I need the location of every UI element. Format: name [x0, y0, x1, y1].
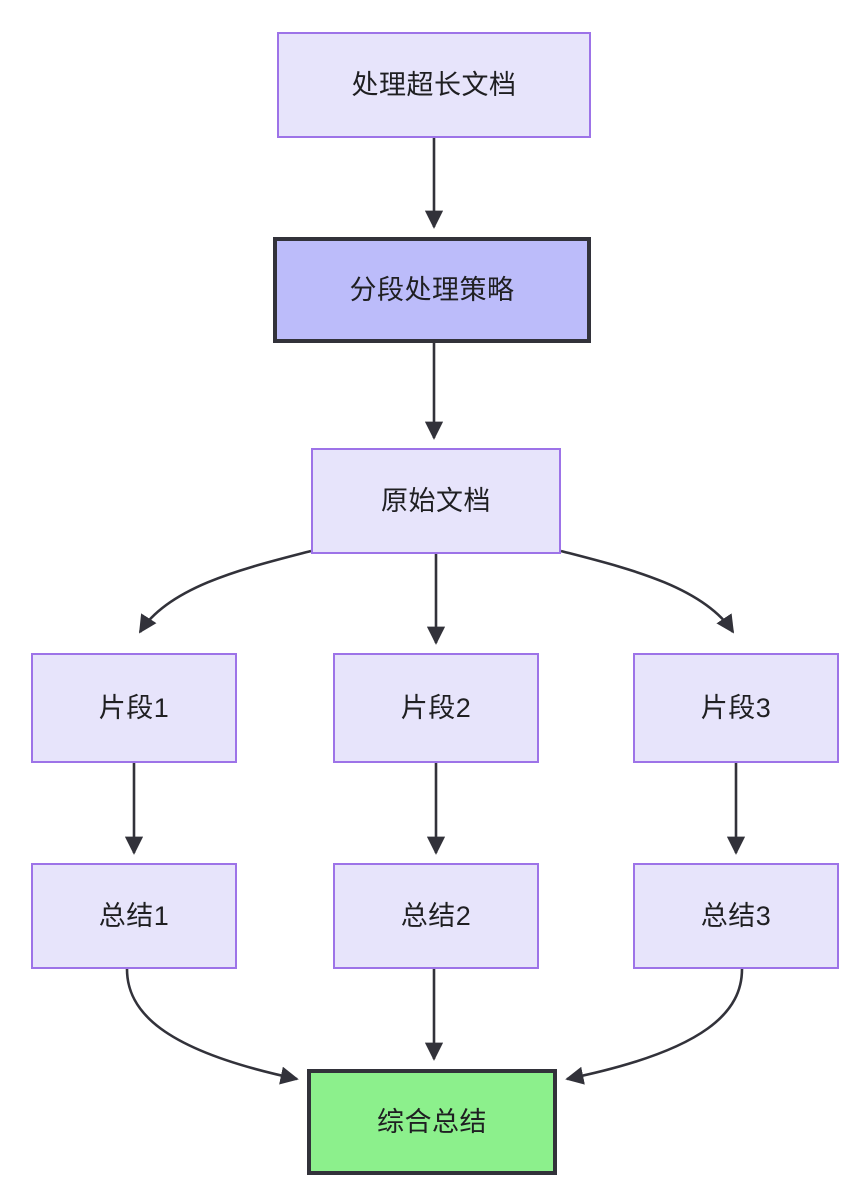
node-source-doc[interactable]: 原始文档	[311, 448, 561, 554]
edge-summary-1-to-final-summary	[125, 968, 299, 1085]
node-label: 总结3	[700, 900, 772, 931]
node-label: 总结1	[98, 900, 170, 931]
node-fragment-1[interactable]: 片段1	[31, 653, 237, 763]
node-long-doc[interactable]: 处理超长文档	[277, 32, 591, 138]
node-fragment-2[interactable]: 片段2	[333, 653, 539, 763]
edge-source-doc-to-fragment-3	[560, 549, 735, 634]
node-label: 综合总结	[377, 1106, 487, 1137]
node-summary-2[interactable]: 总结2	[333, 863, 539, 969]
node-label: 处理超长文档	[351, 69, 517, 100]
node-label: 原始文档	[381, 485, 491, 516]
node-summary-3[interactable]: 总结3	[633, 863, 839, 969]
node-label: 总结2	[400, 900, 472, 931]
node-label: 分段处理策略	[349, 274, 515, 305]
edge-summary-3-to-final-summary	[565, 968, 744, 1085]
node-label: 片段2	[400, 692, 472, 723]
edge-source-doc-to-fragment-1	[138, 549, 312, 634]
node-chunk-strategy[interactable]: 分段处理策略	[273, 237, 591, 343]
node-summary-1[interactable]: 总结1	[31, 863, 237, 969]
node-label: 片段1	[98, 692, 170, 723]
node-final-summary[interactable]: 综合总结	[307, 1069, 557, 1175]
node-label: 片段3	[700, 692, 772, 723]
node-fragment-3[interactable]: 片段3	[633, 653, 839, 763]
